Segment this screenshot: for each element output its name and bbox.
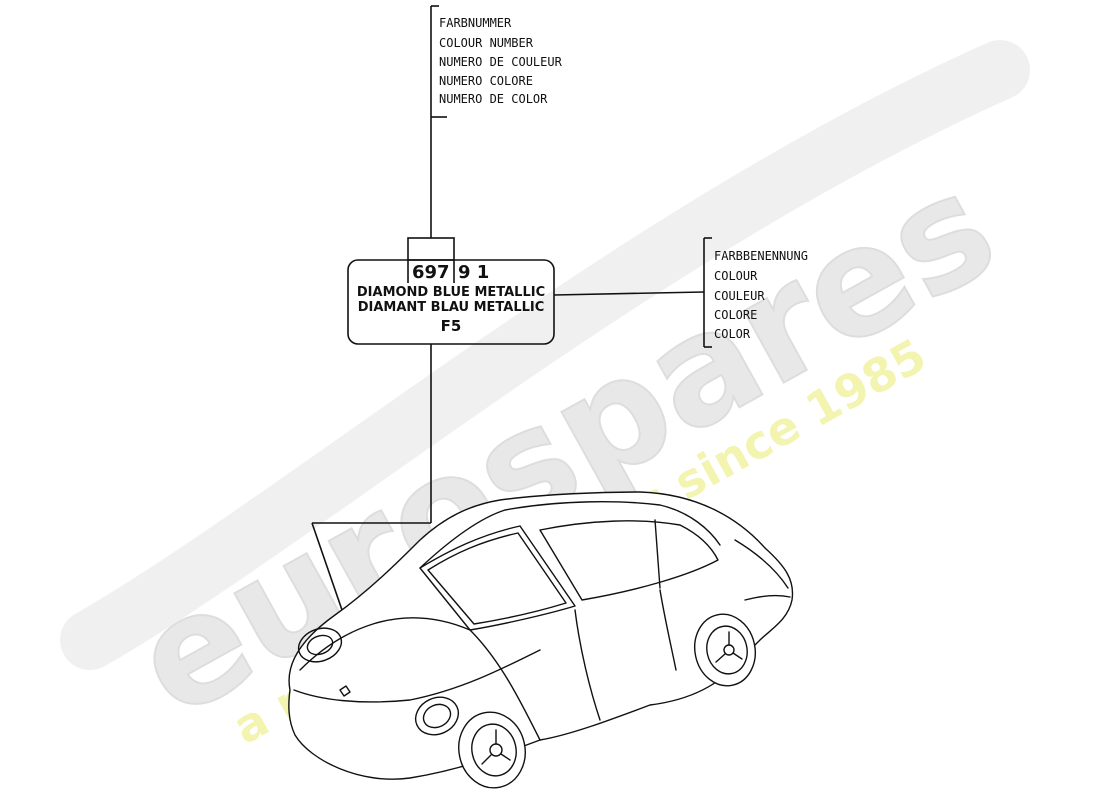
rear-spoke-3 [715,653,726,663]
door-line [574,609,601,721]
rear-lamp [744,594,791,601]
right-headlight [414,696,460,736]
paint-name-line2: DIAMANT BLAU METALLIC [358,300,545,315]
car-hood [299,617,541,741]
colour-name-text-5: COLOR [714,327,751,341]
car-hood-edge [293,649,541,703]
colour-number-text-3: NUMERO DE COULEUR [439,55,563,69]
left-headlight-inner [306,634,334,656]
colour-name-callout: FARBBENENNUNG COLOUR COULEUR COLORE COLO… [553,237,808,348]
paint-name-line1: DIAMOND BLUE METALLIC [357,285,545,300]
paint-code-part1: 697 [412,262,450,283]
rear-rim [706,625,748,675]
car-windscreen [419,525,576,631]
colour-number-text-4: NUMERO COLORE [439,74,533,88]
front-spoke-2 [500,753,511,761]
car-roof [419,501,721,569]
colour-number-text-5: NUMERO DE COLOR [439,92,548,106]
colour-number-text-1: FARBNUMMER [439,16,512,30]
hood-badge [339,685,351,697]
colour-number-text-2: COLOUR NUMBER [439,36,534,50]
colour-name-text-4: COLORE [714,308,757,322]
front-rim [471,723,517,777]
front-spoke-3 [481,754,492,765]
car-body [288,491,794,780]
paint-code-part2: 9 1 [458,262,489,283]
colour-name-text-2: COLOUR [714,269,758,283]
door-rear-line [659,589,677,671]
rear-deck [734,539,789,589]
car-side-window [539,520,719,601]
code-highlight-box [407,237,455,261]
paint-label-box [347,259,555,345]
colour-name-text-3: COULEUR [714,289,765,303]
watermark-swoosh [60,40,1030,670]
right-headlight-inner [422,703,452,729]
left-headlight [297,627,343,663]
front-wheel [458,711,526,789]
rear-spoke-2 [732,652,743,660]
paint-label: 697 9 1 DIAMOND BLUE METALLIC DIAMANT BL… [347,237,555,345]
colour-name-leader [553,291,705,296]
door-pillar [654,519,661,589]
colour-name-text-1: FARBBENENNUNG [714,249,808,263]
paint-name-line3: F5 [441,317,462,335]
car-windscreen-inner [427,532,567,625]
car-illustration [288,491,794,789]
rear-wheel [694,613,756,687]
colour-number-callout: FARBNUMMER COLOUR NUMBER NUMERO DE COULE… [430,5,563,238]
